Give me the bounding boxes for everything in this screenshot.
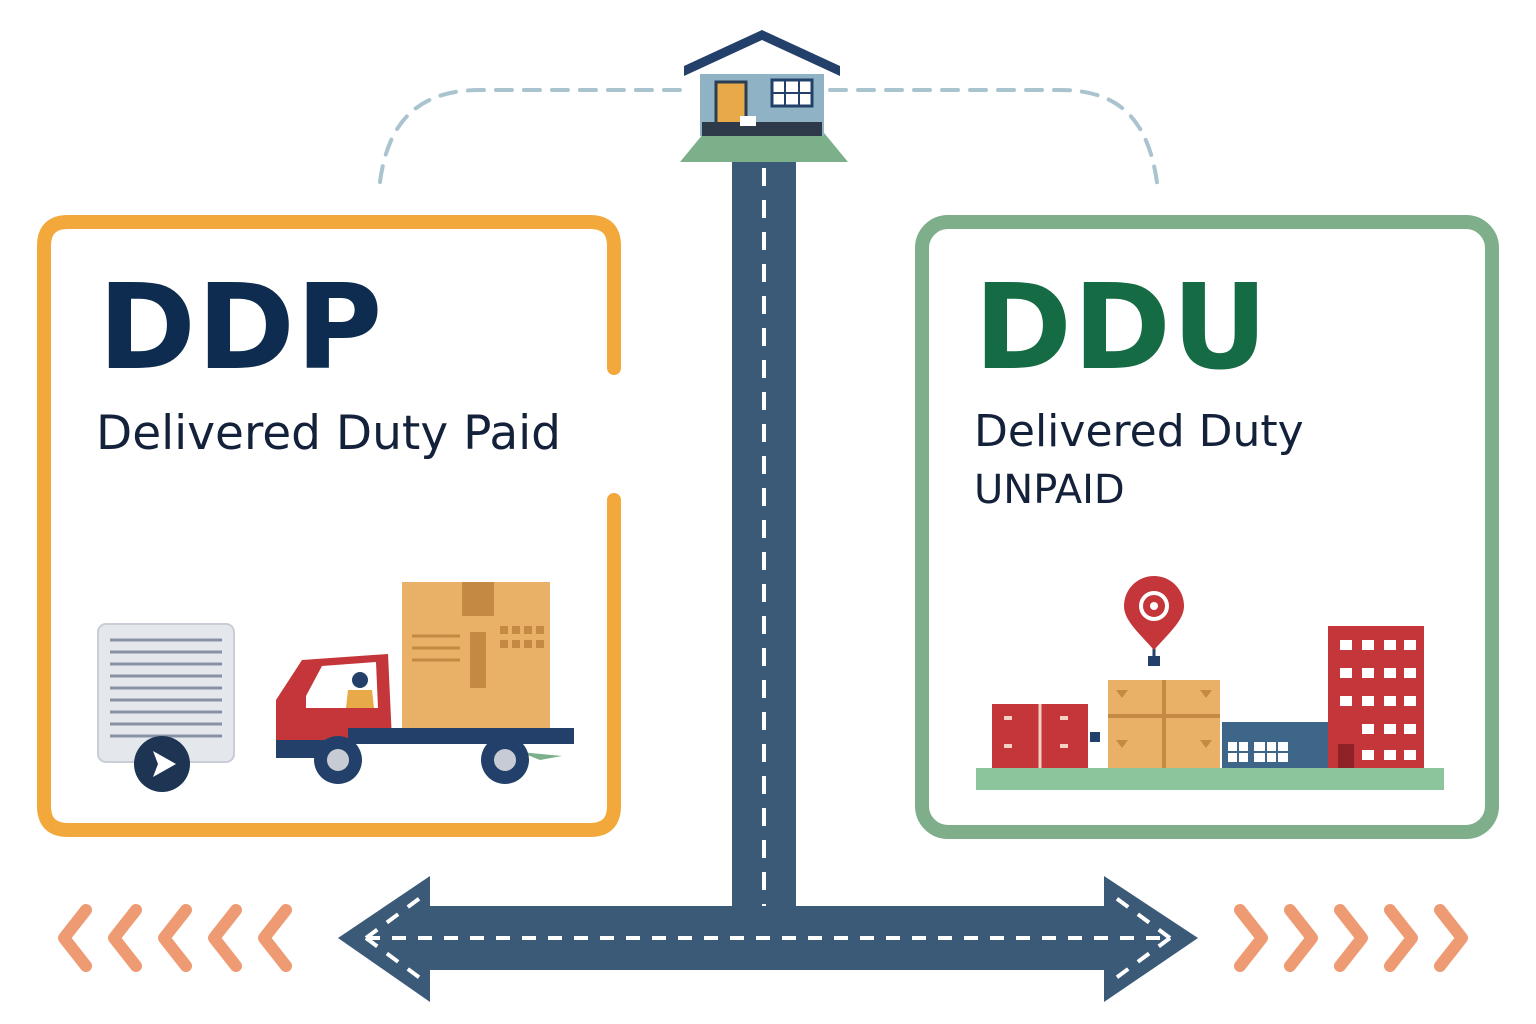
document-icon bbox=[97, 623, 235, 763]
ddu-acronym: DDU bbox=[974, 258, 1269, 396]
chevron-right-icon bbox=[1334, 904, 1368, 972]
ddp-acronym: DDP bbox=[98, 258, 384, 396]
location-pin-icon bbox=[1124, 576, 1184, 666]
dashed-connector-left bbox=[378, 88, 692, 184]
chevron-left-icon bbox=[158, 904, 192, 972]
house-icon bbox=[680, 30, 848, 162]
ddu-full-name-line2: UNPAID bbox=[974, 467, 1125, 513]
ddp-card-border bbox=[37, 215, 621, 837]
ddu-card-border bbox=[915, 215, 1499, 839]
ground-strip bbox=[976, 768, 1444, 790]
office-building-icon bbox=[1222, 722, 1332, 768]
city-building-icon bbox=[1328, 626, 1424, 768]
warehouse-icon bbox=[992, 704, 1100, 768]
chevron-left-icon bbox=[58, 904, 92, 972]
chevron-left-icon bbox=[258, 904, 292, 972]
delivery-truck-icon bbox=[276, 654, 574, 784]
chevrons-right bbox=[1234, 904, 1468, 972]
play-icon bbox=[134, 736, 190, 792]
chevron-right-icon bbox=[1284, 904, 1318, 972]
chevron-left-icon bbox=[208, 904, 242, 972]
chevron-left-icon bbox=[108, 904, 142, 972]
chevron-right-icon bbox=[1384, 904, 1418, 972]
dashed-connector-right bbox=[828, 88, 1160, 192]
ddp-full-name: Delivered Duty Paid bbox=[96, 406, 562, 461]
chevron-right-icon bbox=[1434, 904, 1468, 972]
chevrons-left bbox=[58, 904, 292, 972]
parcel-box-icon bbox=[402, 582, 550, 728]
parcel-box-icon bbox=[1108, 680, 1220, 768]
road-horizontal-dashes bbox=[364, 896, 1172, 980]
ddu-full-name-line1: Delivered Duty bbox=[974, 406, 1304, 457]
chevron-right-icon bbox=[1234, 904, 1268, 972]
